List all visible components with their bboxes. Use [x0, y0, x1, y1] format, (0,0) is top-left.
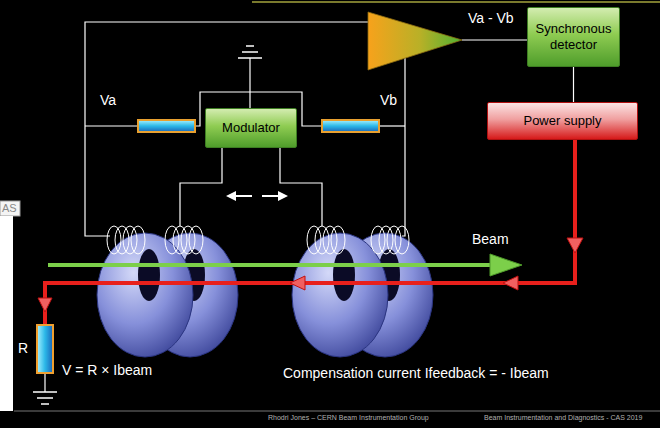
coil-winding [107, 226, 409, 254]
process-box: Modulator [205, 108, 297, 148]
coil-turn [123, 226, 137, 254]
signal-name: Va [100, 92, 116, 108]
arrow-head [278, 191, 288, 201]
process-box: Power supply [487, 102, 638, 140]
arrow-head [226, 191, 236, 201]
footer-text: Rhodri Jones – CERN Beam Instrumentation… [268, 414, 429, 422]
ground-line [33, 391, 57, 393]
coil-turn [331, 226, 345, 254]
coil-turn [107, 226, 121, 254]
process-box: Synchronous detector [527, 7, 620, 67]
ground-line [37, 397, 53, 399]
arrow-shaft [234, 195, 252, 197]
wire [180, 148, 222, 226]
resistor-symbol [322, 120, 379, 132]
wire [379, 125, 405, 126]
toroid-hole [333, 249, 355, 301]
footer-rule [14, 411, 660, 412]
coil-turn [115, 226, 129, 254]
header-rule [252, 1, 660, 3]
toroid-hole [138, 249, 160, 301]
coil-turn [189, 226, 203, 254]
coil-turn [165, 226, 179, 254]
modulation-arrows [226, 191, 288, 201]
wire [85, 125, 138, 126]
ground-line [238, 57, 262, 59]
coil-turn [395, 226, 409, 254]
coil-turn [387, 226, 401, 254]
box-label: Modulator [222, 120, 280, 136]
wire [402, 58, 405, 236]
tab-box [0, 201, 20, 216]
coil-turn [379, 226, 393, 254]
coil-turn [371, 226, 385, 254]
wire [280, 148, 322, 226]
feedback-arrow [503, 276, 518, 290]
signal-name: Vb [380, 92, 397, 108]
coil-turn [323, 226, 337, 254]
footer-text: Beam Instrumentation and Diagnostics - C… [484, 414, 642, 422]
coil-turn [173, 226, 187, 254]
feedback-arrow [567, 238, 583, 253]
feedback-arrow [38, 298, 52, 312]
feedback-current-line [45, 140, 575, 325]
arrow-shaft [262, 195, 280, 197]
formula: V = R × Ibeam [62, 362, 152, 378]
beam-line [48, 263, 492, 267]
wiring [45, 22, 527, 392]
box-label: Synchronous detector [534, 21, 613, 52]
ground-line [246, 45, 254, 47]
wire [462, 39, 527, 40]
amplifier-symbol [368, 12, 462, 70]
formula-note: Compensation current Ifeedback = - Ibeam [283, 365, 549, 381]
signal-label: Va - Vb [468, 10, 514, 26]
tab-label: AS [2, 202, 17, 215]
resistor-symbol [37, 325, 53, 373]
beam-arrow [490, 254, 522, 276]
side-panel [0, 216, 13, 411]
ground-symbol [33, 392, 57, 404]
toroid-pair [292, 233, 433, 357]
ground-line [41, 403, 49, 405]
ground-symbol [238, 46, 262, 58]
feedback-arrow [290, 276, 305, 290]
coil-turn [307, 226, 321, 254]
signal-wire [573, 67, 574, 102]
ground-line [242, 51, 258, 53]
resistor-symbol [138, 120, 195, 132]
resistor-label: R [18, 340, 28, 356]
wire [44, 373, 45, 392]
box-label: Power supply [523, 113, 601, 129]
toroid-core [97, 233, 193, 357]
coil-turn [315, 226, 329, 254]
wire [249, 58, 250, 108]
coil-turn [131, 226, 145, 254]
coil-turn [181, 226, 195, 254]
beam-label: Beam [472, 231, 509, 247]
